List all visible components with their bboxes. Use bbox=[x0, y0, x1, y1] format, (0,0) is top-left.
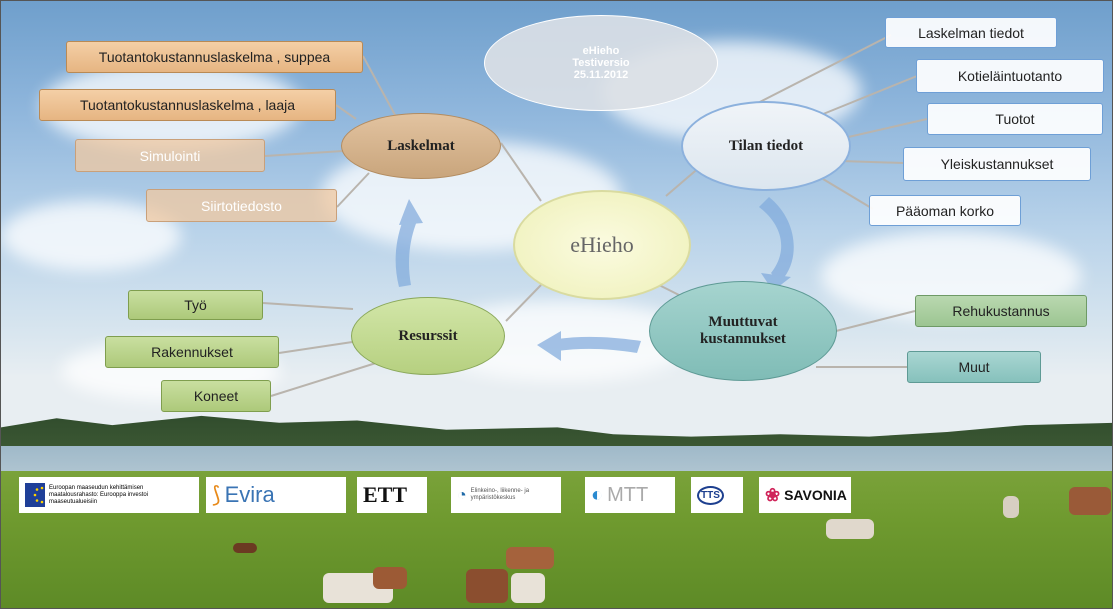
eu-fund-text: Euroopan maaseudun kehittämisen maatalou… bbox=[49, 484, 149, 505]
cow bbox=[506, 547, 554, 569]
yleiskustannukset-button[interactable]: Yleiskustannukset bbox=[903, 147, 1091, 181]
version-ellipse: eHieho Testiversio 25.11.2012 bbox=[484, 15, 718, 111]
cow bbox=[233, 543, 257, 553]
cow bbox=[1069, 487, 1111, 515]
savonia-logo: ❀ SAVONIA bbox=[759, 477, 851, 513]
ett-text: ETT bbox=[363, 482, 408, 507]
muuttuvat-kustannukset-hub[interactable]: Muuttuvat kustannukset bbox=[649, 281, 837, 381]
version-date: 25.11.2012 bbox=[573, 69, 629, 81]
tilan-tiedot-hub[interactable]: Tilan tiedot bbox=[681, 101, 851, 191]
paaoman-korko-button[interactable]: Pääoman korko bbox=[869, 195, 1021, 226]
muuttuvat-label: Muuttuvat kustannukset bbox=[700, 314, 786, 347]
ett-logo: ETT bbox=[357, 477, 427, 513]
evira-leaf-icon: ⟆ bbox=[212, 482, 221, 507]
tyo-button[interactable]: Työ bbox=[128, 290, 263, 320]
simulointi-button[interactable]: Simulointi bbox=[75, 139, 265, 172]
cow bbox=[466, 569, 508, 603]
cow bbox=[1003, 496, 1019, 518]
version-title: eHieho bbox=[582, 45, 620, 57]
rehukustannus-button[interactable]: Rehukustannus bbox=[915, 295, 1087, 327]
tuotantokustannuslaskelma-laaja-button[interactable]: Tuotantokustannuslaskelma , laaja bbox=[39, 89, 336, 121]
laskelman-tiedot-button[interactable]: Laskelman tiedot bbox=[885, 17, 1057, 48]
tts-text: TTS bbox=[697, 485, 724, 505]
koneet-button[interactable]: Koneet bbox=[161, 380, 271, 412]
resurssit-label: Resurssit bbox=[398, 327, 458, 344]
savonia-text: SAVONIA bbox=[784, 487, 847, 503]
tuotantokustannuslaskelma-suppea-button[interactable]: Tuotantokustannuslaskelma , suppea bbox=[66, 41, 363, 73]
cow bbox=[826, 519, 874, 539]
mtt-icon: ◐ bbox=[591, 483, 604, 506]
eu-fund-logo: Euroopan maaseudun kehittämisen maatalou… bbox=[19, 477, 199, 513]
tuotot-button[interactable]: Tuotot bbox=[927, 103, 1103, 135]
ely-icon: ◔ bbox=[457, 486, 467, 504]
ely-logo: ◔ Elinkeino-, liikenne- ja ympäristökesk… bbox=[451, 477, 561, 513]
evira-text: Evira bbox=[224, 482, 275, 507]
ely-text: Elinkeino-, liikenne- ja ympäristökeskus bbox=[470, 488, 530, 501]
rakennukset-button[interactable]: Rakennukset bbox=[105, 336, 279, 368]
mtt-text: MTT bbox=[607, 483, 649, 506]
laskelmat-hub[interactable]: Laskelmat bbox=[341, 113, 501, 179]
center-label: eHieho bbox=[570, 232, 634, 257]
center-ehieho-button[interactable]: eHieho bbox=[513, 190, 691, 300]
eu-flag-icon bbox=[25, 483, 45, 507]
laskelmat-label: Laskelmat bbox=[387, 137, 455, 154]
siirtotiedosto-button[interactable]: Siirtotiedosto bbox=[146, 189, 337, 222]
resurssit-hub[interactable]: Resurssit bbox=[351, 297, 505, 375]
tilan-tiedot-label: Tilan tiedot bbox=[728, 137, 804, 154]
muut-button[interactable]: Muut bbox=[907, 351, 1041, 383]
cow bbox=[373, 567, 407, 589]
savonia-icon: ❀ bbox=[765, 484, 781, 505]
evira-logo: ⟆ Evira bbox=[206, 477, 346, 513]
version-label: Testiversio bbox=[572, 57, 630, 69]
tts-logo: TTS bbox=[691, 477, 743, 513]
mtt-logo: ◐ MTT bbox=[585, 477, 675, 513]
kotielaintuotanto-button[interactable]: Kotieläintuotanto bbox=[916, 59, 1104, 93]
cow bbox=[511, 573, 545, 603]
